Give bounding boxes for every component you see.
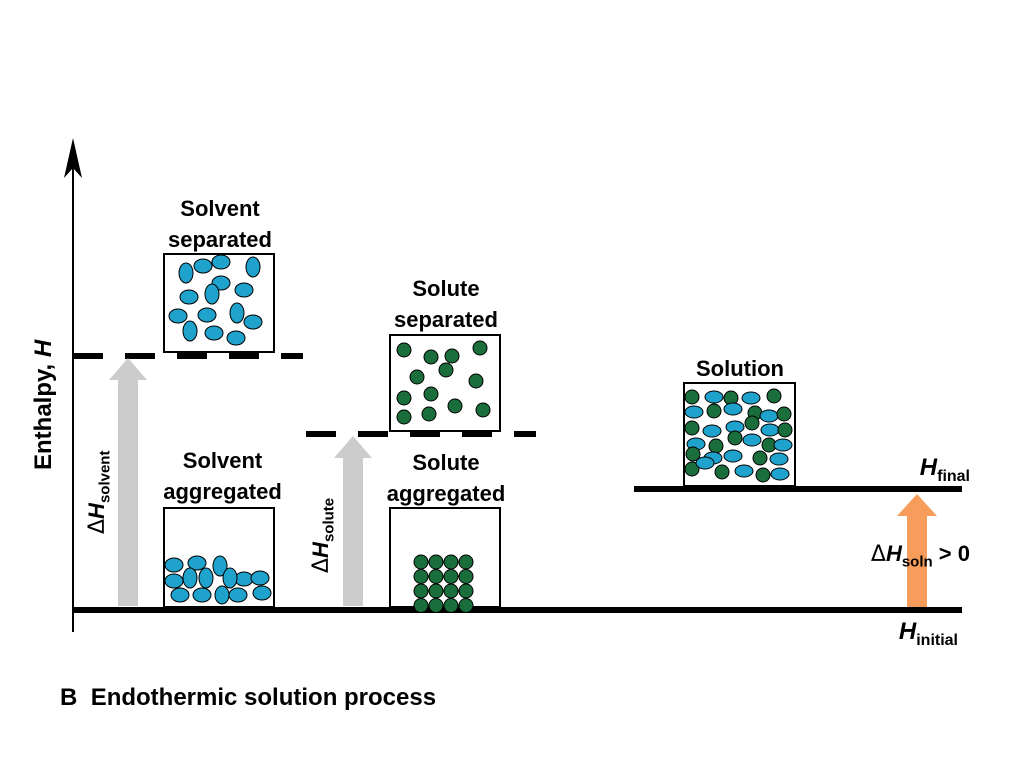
solvent-aggregated-label-line2: aggregated [163,479,282,504]
solvent-aggregated-box [163,507,275,608]
solvent-separated-label: Solvent separated [140,193,300,255]
solute-separated-label-line1: Solute [412,276,480,301]
delta-h-soln-rel: > 0 [932,541,970,566]
h-final-h: H [919,454,938,481]
solution-label-text: Solution [696,356,784,381]
caption-text: Endothermic solution process [90,684,437,711]
delta-h-solute-label: ΔHsolute [308,498,337,573]
solution-label: Solution [660,353,820,384]
solution-box [683,382,796,487]
delta-h-solute-delta: Δ [309,557,334,573]
solute-separated-label-line2: separated [394,307,498,332]
delta-h-solute-sub: solute [320,497,338,543]
solute-aggregated-label: Solute aggregated [366,447,526,509]
delta-h-solvent-label: ΔHsolvent [84,451,113,534]
solvent-aggregated-label-line1: Solvent [182,448,263,473]
delta-h-solvent-sub: solvent [96,450,114,504]
solvent-aggregated-label: Solvent aggregated [140,445,305,507]
h-initial-label: Hinitial [830,616,958,656]
y-axis-label-text: Enthalpy, [30,357,57,470]
h-final-label: Hfinal [860,452,970,492]
solvent-separated-label-line1: Solvent [180,196,260,221]
delta-h-solvent-h: H [84,503,109,519]
solute-aggregated-label-line2: aggregated [386,481,506,506]
y-axis-label: Enthalpy, H [30,340,58,470]
h-initial-sub: initial [916,631,958,649]
delta-h-soln-sub: soln [901,553,933,571]
solute-aggregated-box [389,507,501,608]
solute-separated-box [389,334,501,432]
delta-h-soln-delta: Δ [870,542,886,567]
y-axis-label-symbol: H [30,339,57,358]
delta-h-solute-arrow [334,436,372,606]
delta-h-soln-h: H [885,541,902,566]
solute-aggregated-label-line1: Solute [412,450,480,475]
solute-separated-label: Solute separated [366,273,526,335]
h-final-sub: final [937,467,970,485]
delta-h-solvent-delta: Δ [85,518,110,534]
delta-h-solvent-arrow [109,358,147,606]
delta-h-soln-arrow [897,494,937,607]
delta-h-solute-h: H [308,542,333,558]
figure-caption: B Endothermic solution process [60,684,436,712]
solvent-separated-box [163,253,275,353]
caption-letter: B [60,684,78,711]
y-axis-arrowhead [64,138,82,178]
delta-h-soln-label: ΔHsoln > 0 [840,538,970,577]
solvent-separated-label-line2: separated [168,227,272,252]
h-initial-h: H [898,618,917,645]
